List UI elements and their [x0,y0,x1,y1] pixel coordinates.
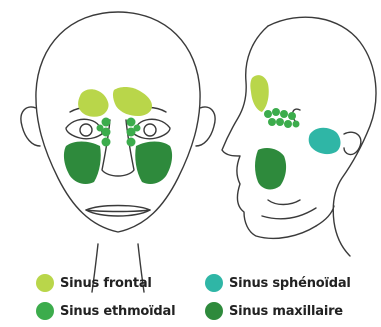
profile-ethmoidal-sinus [264,108,300,128]
front-frontal-sinus [78,87,152,117]
profile-maxillary-sinus [255,148,286,189]
front-ethmoidal-sinus [97,118,141,147]
front-maxillary-sinus [64,142,172,185]
profile-frontal-sinus [250,75,268,112]
profile-head-outline [222,17,376,256]
front-face-outline [21,12,215,292]
profile-sphenoidal-sinus [309,128,341,154]
